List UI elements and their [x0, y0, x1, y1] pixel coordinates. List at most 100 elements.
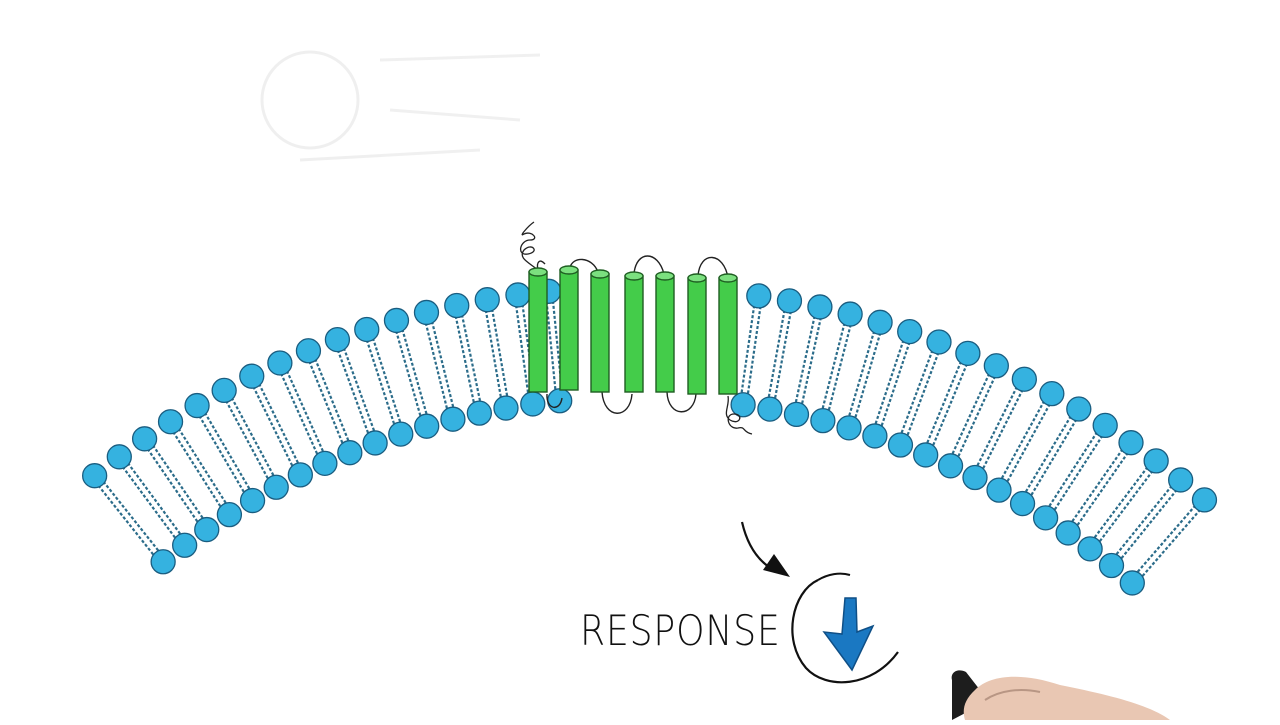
lipid-head [493, 395, 519, 421]
transmembrane-helix [718, 273, 738, 395]
lipid-head [1066, 396, 1092, 422]
lipid-molecule [1009, 396, 1092, 517]
helix-body [559, 269, 579, 391]
lipid-head [131, 426, 158, 452]
transmembrane-helix [528, 267, 548, 393]
lipid-tail [368, 328, 405, 434]
lipid-tail [870, 330, 908, 436]
lipid-tail [1047, 426, 1109, 521]
lipid-tail [1018, 406, 1077, 503]
lipid-tail [745, 296, 764, 406]
transmembrane-helix [559, 265, 579, 391]
lipid-tail [1064, 440, 1130, 532]
lipid-tail [166, 422, 228, 517]
lipid-molecule [1119, 487, 1218, 596]
lipid-head [362, 430, 388, 456]
lipid-head [757, 396, 783, 422]
lipid-tail [220, 391, 275, 490]
lipid-molecule [1032, 412, 1118, 531]
lipid-head [783, 401, 810, 428]
lipid-head [388, 421, 414, 447]
lipid-head [1092, 412, 1118, 439]
lipid-molecule [383, 307, 440, 439]
lipid-molecule [82, 463, 176, 575]
lipid-head [962, 464, 988, 491]
lipid-tail [765, 300, 788, 409]
receptor-loop [601, 391, 633, 414]
lipid-tail [226, 388, 281, 487]
lipid-tail [896, 340, 938, 445]
receptor-protein [520, 221, 753, 435]
lipid-head [474, 287, 500, 313]
lipid-molecule [324, 326, 388, 456]
lipid-tail [1091, 462, 1160, 552]
lipid-head [1055, 520, 1081, 546]
down-arrow-icon [822, 597, 875, 672]
lipid-head [520, 391, 546, 417]
lipid-tail [339, 338, 380, 443]
lipid-tail [483, 300, 504, 409]
lipid-tail [275, 363, 323, 466]
helix-cap [528, 267, 548, 277]
lipid-tail [392, 320, 425, 428]
transmembrane-helix [655, 271, 675, 393]
helix-cap [655, 271, 675, 281]
lipid-molecule [1098, 467, 1194, 579]
lipid-head [216, 501, 243, 528]
lipid-molecule [474, 287, 519, 421]
lipid-tail [146, 436, 211, 529]
lipid-molecule [810, 301, 863, 434]
lipid-tail [1069, 443, 1135, 536]
lipid-head [1077, 536, 1103, 562]
faded-sketch [260, 50, 541, 162]
lipid-tail [141, 439, 206, 532]
transmembrane-helix [624, 271, 644, 393]
receptor-loop [546, 393, 563, 408]
lipid-head [887, 432, 914, 458]
lipid-head [184, 392, 210, 419]
lipid-tail [198, 403, 257, 500]
lipid-head [157, 409, 184, 435]
lipid-head [897, 318, 923, 345]
lipid-head [413, 299, 440, 326]
lipid-tail [333, 340, 374, 445]
lipid-tail [902, 342, 944, 447]
lipid-tail [398, 319, 431, 426]
lipid-tail [428, 311, 458, 419]
lipid-molecule [239, 363, 313, 488]
c-terminus [725, 395, 753, 435]
lipid-head [810, 407, 836, 434]
lipid-head [211, 377, 237, 404]
hand-image [951, 670, 1170, 720]
helix-cap [687, 273, 707, 283]
lipid-head [172, 532, 198, 558]
lipid-tail [976, 380, 1029, 480]
lipid-head [505, 282, 531, 308]
lipid-molecule [730, 283, 772, 418]
lipid-tail [172, 419, 234, 514]
lipid-molecule [184, 392, 266, 514]
lipid-molecule [1055, 430, 1144, 546]
receptor-loop [666, 391, 697, 413]
lipid-head [287, 462, 313, 488]
transmembrane-helix [687, 273, 707, 395]
lipid-molecule [1077, 448, 1169, 562]
lipid-tail [798, 307, 825, 416]
lipid-tail [1113, 481, 1185, 569]
lipid-tail [544, 291, 558, 402]
lipid-tail [1086, 458, 1155, 548]
lipid-tail [489, 298, 511, 408]
lipid-head [986, 477, 1012, 503]
lipid-bilayer [82, 278, 1218, 596]
lipid-head [955, 340, 981, 367]
helix-cap [718, 273, 738, 283]
lipid-tail [120, 454, 189, 545]
lipid-tail [422, 312, 451, 421]
lipid-molecule [211, 377, 289, 500]
lipid-head [776, 288, 803, 314]
lipid-head [807, 294, 833, 320]
lipid-head [746, 283, 772, 309]
lipid-head [239, 363, 265, 389]
lipid-head [383, 307, 410, 334]
